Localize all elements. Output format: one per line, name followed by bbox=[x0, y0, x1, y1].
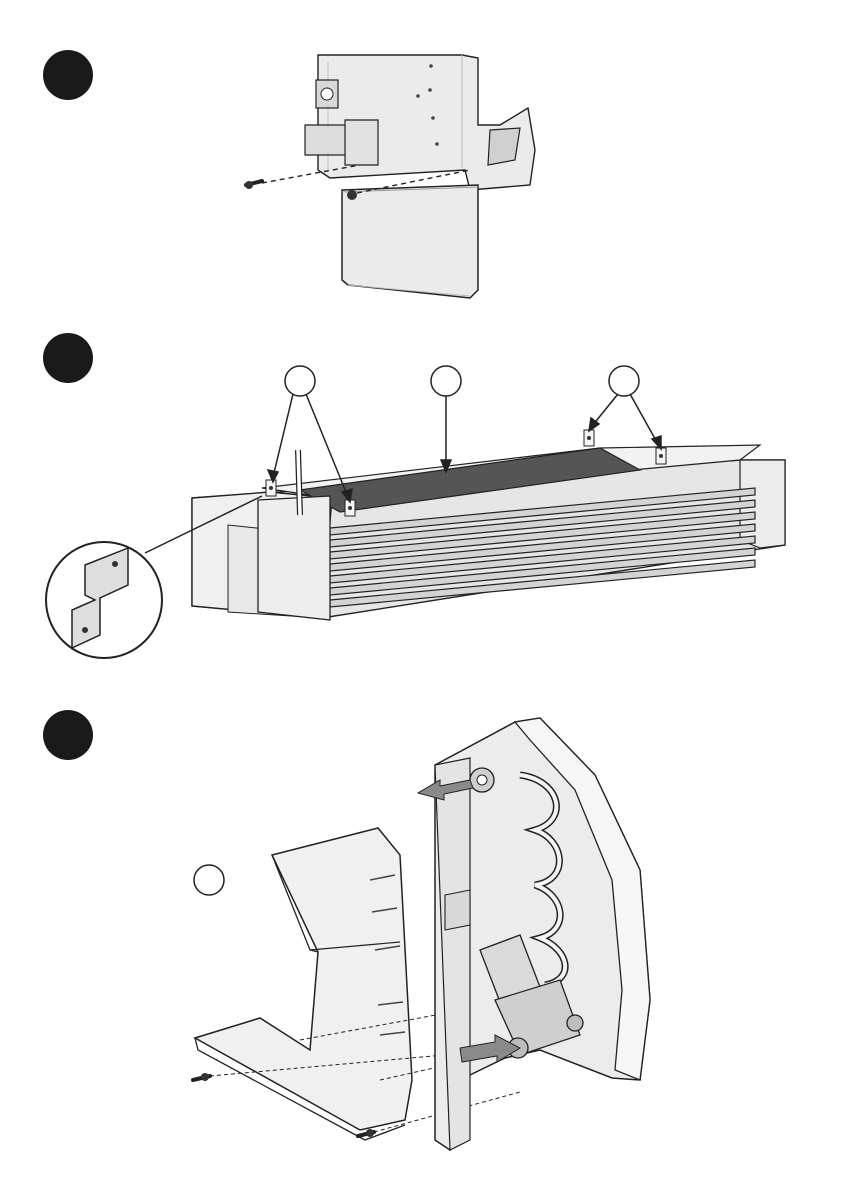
callout-right bbox=[609, 366, 639, 396]
bracket-4 bbox=[656, 448, 666, 464]
screw-left bbox=[245, 181, 262, 189]
screw-lower-left bbox=[193, 1073, 210, 1081]
bracket-1 bbox=[266, 480, 276, 496]
upper-pipe-fitting bbox=[470, 768, 494, 792]
bracket-detail-inset bbox=[46, 542, 162, 658]
lower-cover-plate bbox=[342, 185, 478, 298]
step-3 bbox=[0, 680, 843, 1192]
callout-left bbox=[285, 366, 315, 396]
step-3-figure bbox=[0, 680, 843, 1192]
step-2-badge bbox=[43, 333, 93, 383]
step-1-badge bbox=[43, 50, 93, 100]
side-cover-panel bbox=[195, 828, 412, 1140]
step-1-figure bbox=[0, 0, 843, 320]
step-3-badge bbox=[43, 710, 93, 760]
screw-right bbox=[347, 190, 357, 200]
left-end-block bbox=[258, 496, 330, 620]
step-2-figure bbox=[0, 320, 843, 680]
step-1 bbox=[0, 0, 843, 320]
bracket-3 bbox=[584, 430, 594, 446]
callout-side-cover bbox=[194, 865, 224, 895]
callout-middle bbox=[431, 366, 461, 396]
end-bracket-plate bbox=[305, 55, 535, 190]
step-2 bbox=[0, 320, 843, 680]
